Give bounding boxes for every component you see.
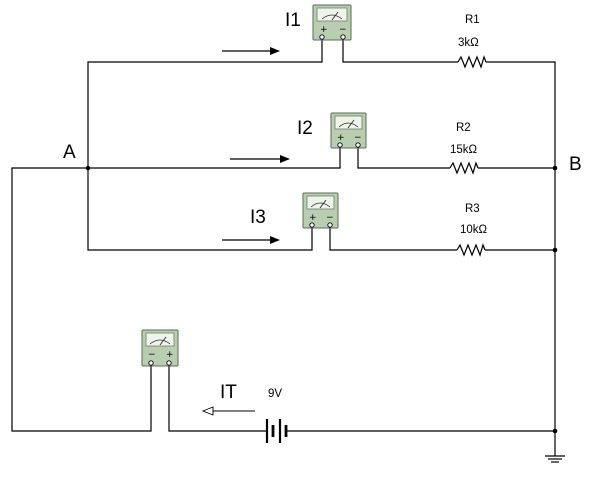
arrow-right-icon-i3: [222, 236, 280, 244]
ammeter-i2-label: I2: [297, 118, 313, 139]
battery-voltage-label: 9V: [268, 388, 282, 400]
wire-outer-bottom: [168, 364, 267, 432]
labels: A B I1 I2 I3 IT R1 3kΩ R2 15kΩ R3 10kΩ 9…: [63, 10, 582, 403]
resistor-r3-name: R3: [465, 203, 480, 215]
resistor-r1-value: 3kΩ: [458, 37, 479, 49]
resistor-r1-name: R1: [465, 14, 480, 26]
ammeter-i3-plus: +: [309, 213, 317, 223]
wire-outer-left: [11, 167, 152, 432]
ammeter-i3-icon: + −: [302, 192, 339, 229]
resistor-r3-symbol: [456, 243, 486, 257]
arrow-right-icon-i2: [230, 155, 290, 163]
wires: [11, 38, 556, 456]
wire-branch1-left: [87, 38, 323, 168]
resistor-r2-value: 15kΩ: [450, 144, 478, 156]
node-b-label: B: [569, 154, 582, 175]
ground-icon: [545, 455, 565, 463]
junctions: [85, 165, 558, 434]
ammeter-it-plus: +: [166, 350, 174, 360]
node-a-label: A: [63, 142, 76, 163]
wire-branch3-left: [87, 168, 313, 251]
junction-ground: [552, 428, 558, 434]
ammeter-it-minus: −: [148, 350, 156, 360]
resistor-r1-symbol: [457, 55, 487, 69]
ammeter-i2-icon: + −: [330, 112, 367, 149]
wire-branch1-right: [342, 38, 458, 63]
ammeter-i3-minus: −: [326, 213, 334, 223]
resistor-r2-symbol: [449, 161, 479, 175]
battery: [265, 419, 288, 443]
resistor-r3-value: 10kΩ: [460, 224, 488, 236]
ammeter-i3-label: I3: [250, 207, 266, 228]
wire-branch3-right: [329, 226, 457, 251]
ammeter-i2-minus: −: [354, 133, 362, 143]
arrow-right-icon-i1: [222, 47, 280, 55]
arrow-left-icon-it: [201, 406, 255, 416]
ammeter-i1-plus: +: [320, 25, 328, 35]
junction-a: [85, 165, 91, 171]
junction-b: [552, 165, 558, 171]
resistor-r2-name: R2: [456, 122, 471, 134]
ammeter-i2-plus: +: [337, 133, 345, 143]
ammeter-it-label: IT: [220, 382, 237, 403]
resistors: [449, 55, 487, 257]
wire-branch1-end: [486, 61, 556, 168]
ammeter-i1-minus: −: [339, 25, 347, 35]
ammeter-i1-icon: + −: [312, 4, 352, 41]
wire-branch2-right: [357, 146, 450, 169]
junction-r3: [552, 247, 558, 253]
current-arrows: [201, 47, 290, 416]
ammeter-it-icon: − +: [141, 329, 179, 367]
wire-branch2-left: [88, 146, 341, 169]
ammeter-i1-label: I1: [285, 10, 301, 31]
